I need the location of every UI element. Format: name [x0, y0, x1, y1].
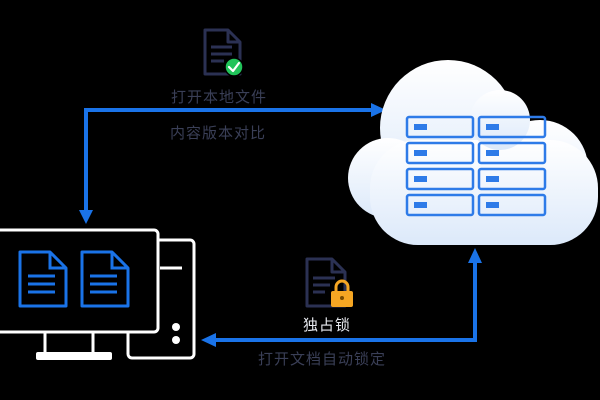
server-rack-icon [405, 115, 547, 217]
top-flow-arrow [79, 103, 386, 224]
document-check-icon [203, 28, 244, 77]
desktop-computer-icon [0, 228, 196, 360]
document-icon [80, 250, 130, 308]
document-lock-icon [305, 257, 353, 308]
exclusive-lock-label: 独占锁 [303, 316, 352, 334]
auto-lock-label: 打开文档自动锁定 [258, 350, 387, 368]
open-local-file-label: 打开本地文件 [171, 88, 268, 106]
document-icon [18, 250, 68, 308]
bottom-flow-arrow [201, 248, 482, 347]
compare-versions-label: 内容版本对比 [170, 124, 267, 142]
